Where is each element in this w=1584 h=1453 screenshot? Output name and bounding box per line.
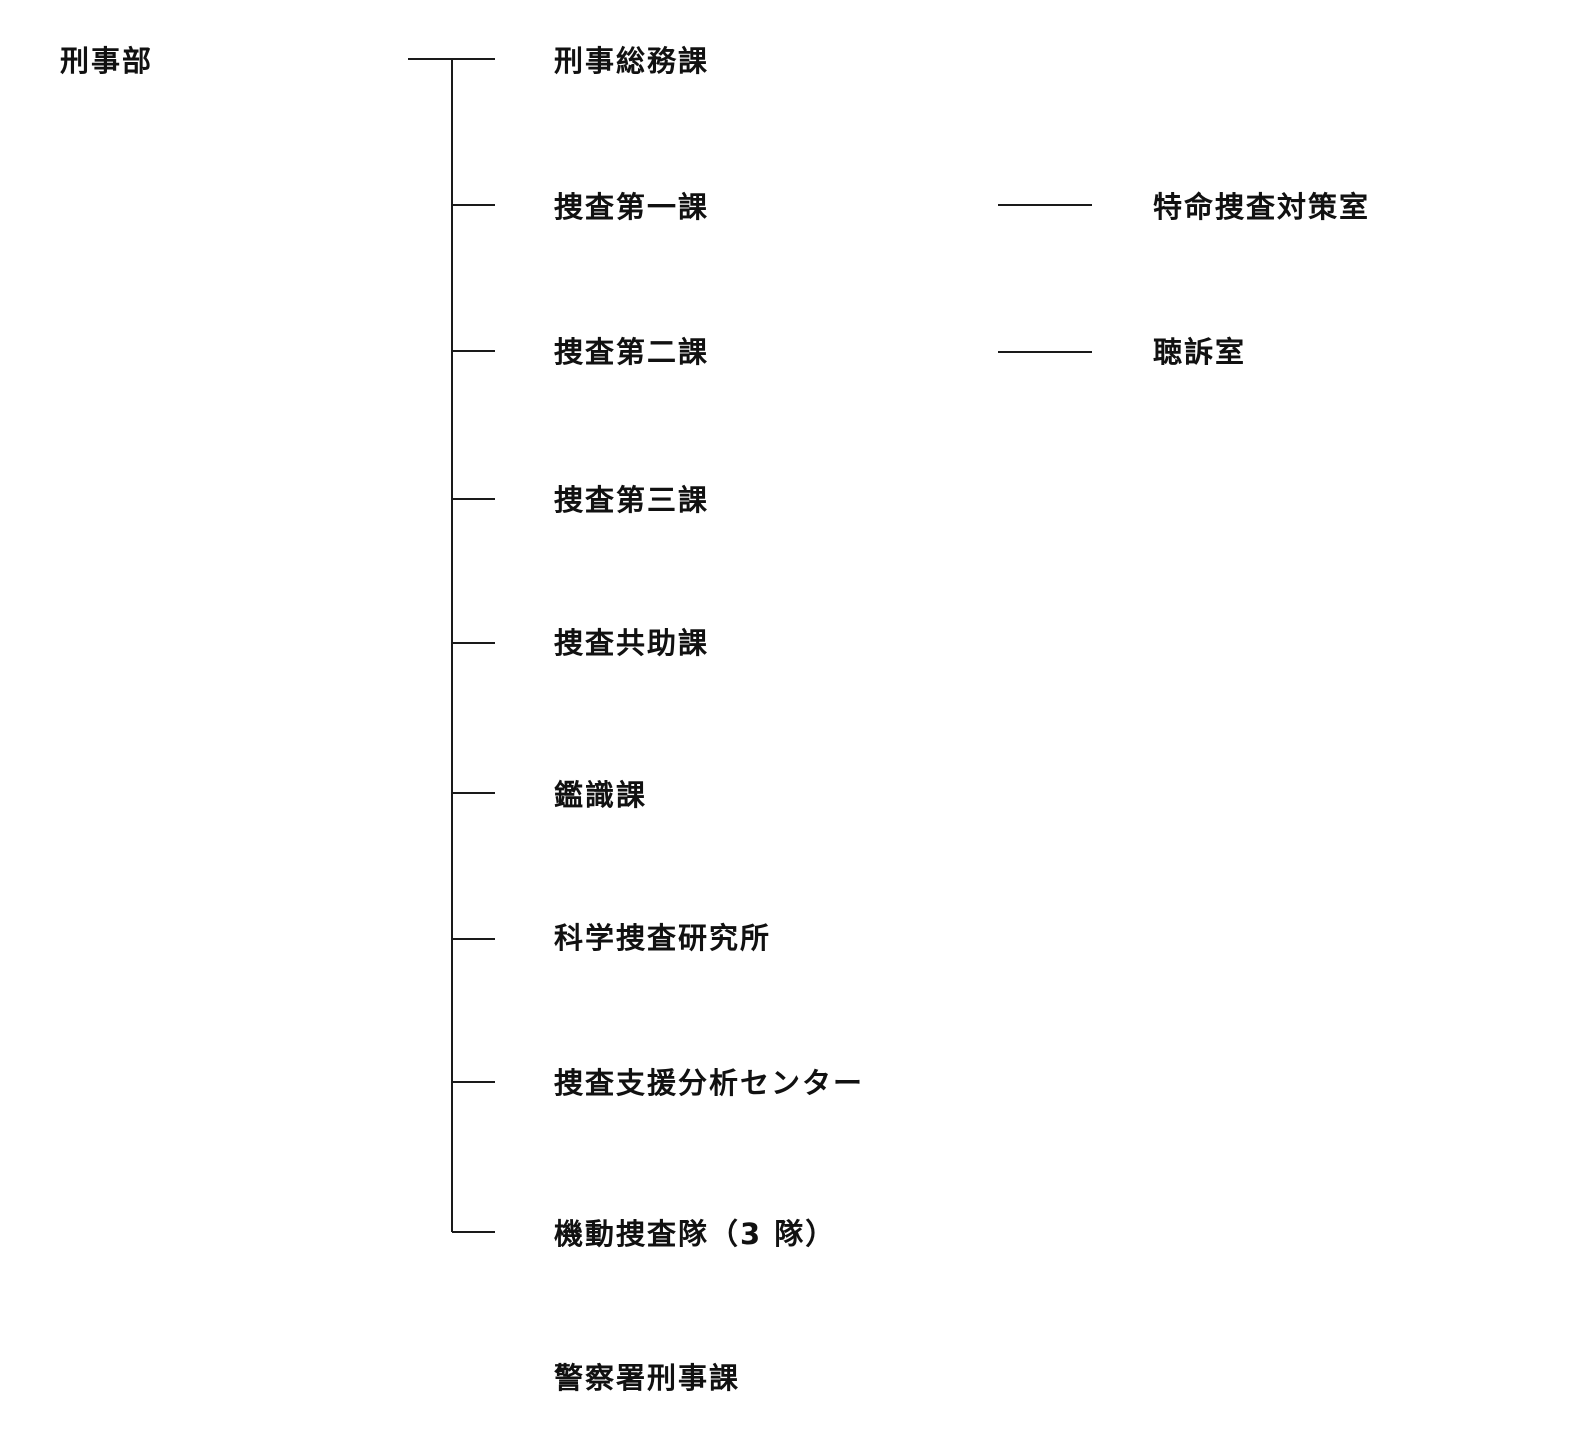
department-node: 捜査共助課 bbox=[554, 626, 710, 660]
department-node: 科学捜査研究所 bbox=[554, 921, 772, 955]
sub-unit-node: 特命捜査対策室 bbox=[1153, 190, 1371, 224]
department-node: 捜査支援分析センター bbox=[554, 1066, 865, 1100]
department-node: 鑑識課 bbox=[554, 778, 648, 812]
department-node: 捜査第三課 bbox=[554, 483, 710, 517]
department-node: 捜査第一課 bbox=[554, 190, 710, 224]
sub-unit-node: 聴訴室 bbox=[1153, 335, 1247, 369]
department-node: 捜査第二課 bbox=[554, 335, 710, 369]
root-node: 刑事部 bbox=[60, 44, 154, 78]
department-node: 刑事総務課 bbox=[554, 44, 710, 78]
standalone-node: 警察署刑事課 bbox=[554, 1361, 741, 1395]
department-node: 機動捜査隊（3 隊） bbox=[554, 1217, 837, 1251]
